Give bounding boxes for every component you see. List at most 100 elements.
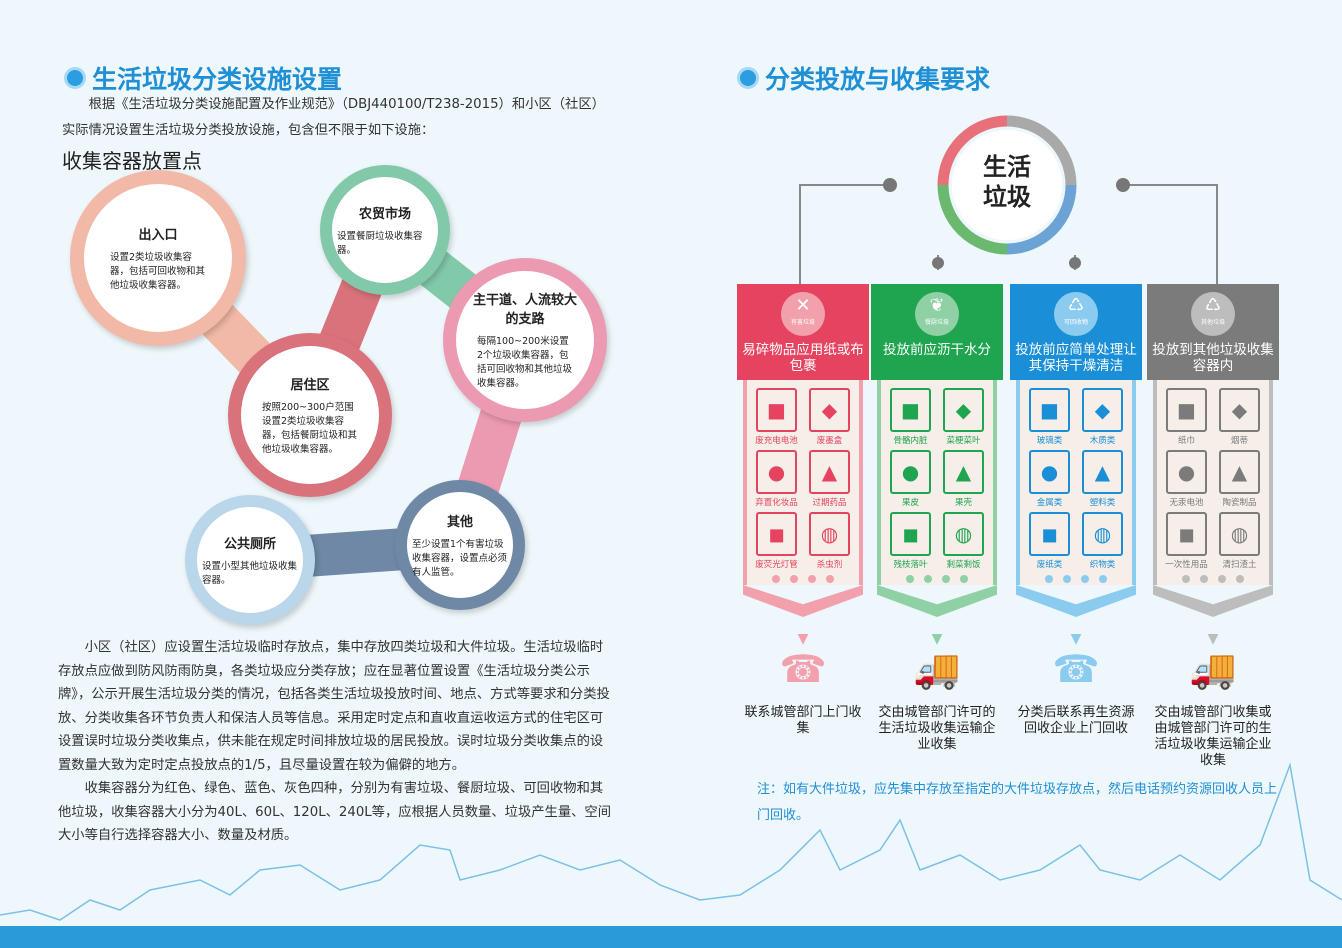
waste-item: ◆木质类 (1079, 388, 1126, 448)
waste-item-icon: ▲ (1219, 449, 1260, 494)
category-column: ❦餐厨垃圾 投放前应沥干水分 ■骨骼内脏◆菜梗菜叶●果皮▲果壳◼残枝落叶◍剩菜剩… (871, 284, 1003, 753)
waste-item-icon: ◼ (890, 511, 931, 556)
waste-item: ▲ 塑料类 (1079, 449, 1126, 510)
waste-item-icon: ◼ (1029, 511, 1070, 556)
waste-item: ●无汞电池 (1163, 449, 1210, 510)
waste-item-label: 废荧光灯管 (755, 559, 798, 570)
waste-item-label: 菜梗菜叶 (946, 436, 981, 446)
waste-item: ▲陶瓷制品 (1216, 449, 1263, 510)
arrow-down-icon: ▼ (931, 631, 943, 647)
truck-icon: 🚚 (1189, 646, 1237, 691)
waste-item-icon: ◆ (943, 388, 984, 432)
waste-item: ■玻璃类 (1026, 388, 1073, 448)
connector-dot (1069, 257, 1081, 269)
pager-dots (1026, 575, 1126, 585)
connector-dot (932, 257, 944, 269)
waste-item-label: 废墨盒 (816, 436, 843, 446)
category-badge: ✕ 有害垃圾 (781, 292, 825, 336)
point-title: 居住区 (290, 377, 330, 393)
bullet-icon (64, 67, 86, 89)
badge-label: 有害垃圾 (790, 319, 815, 326)
category-instruction: 投放前应沥干水分 (883, 342, 991, 358)
category-column: ✕有害垃圾 易碎物品应用纸或布包裹 ■废充电电池◆废墨盒●弃置化妆品▲过期药品◼… (737, 284, 869, 737)
point-text: 设置2类垃圾收集容器，包括可回收物和其他垃圾收集容器。 (110, 251, 206, 291)
waste-item-label: 果皮 (901, 497, 919, 508)
waste-item: ◆ 菜梗菜叶 (940, 388, 987, 448)
bulky-waste-note: 注：如有大件垃圾，应先集中存放至指定的大件垃圾存放点，然后电话预约资源回收人员上… (757, 782, 1278, 823)
waste-item-label: 玻璃类 (1036, 436, 1063, 446)
category-header: ♺可回收物 投放前应简单处理让其保持干燥清洁 (1010, 284, 1142, 380)
waste-item-label: 弃置化妆品 (755, 497, 798, 508)
body-paragraph-1: 小区（社区）应设置生活垃圾临时存放点，集中存放四类垃圾和大件垃圾。生活垃圾临时存… (58, 640, 610, 773)
waste-item: ◍ 杀虫剂 (806, 511, 853, 572)
waste-item-label: 杀虫剂 (816, 559, 843, 570)
point-title: 农贸市场 (358, 206, 411, 222)
waste-item: ● 弃置化妆品 (753, 449, 800, 510)
waste-item: ◼ 一次性用品 (1163, 511, 1210, 572)
waste-item: ◍ 剩菜剩饭 (940, 511, 987, 572)
waste-items-panel: ■骨骼内脏◆菜梗菜叶●果皮▲果壳◼残枝落叶◍剩菜剩饭 (877, 380, 997, 585)
waste-item-icon: ◍ (1219, 511, 1260, 556)
waste-item: ■纸巾 (1163, 388, 1210, 448)
point-text: 设置餐厨垃圾收集容器。 (337, 230, 423, 256)
waste-item: ◆烟蒂 (1216, 388, 1263, 448)
waste-item-label: 一次性用品 (1165, 559, 1208, 570)
waste-item-icon: ◼ (1166, 511, 1207, 556)
hub-ring (937, 115, 1077, 255)
chevron-decoration (877, 585, 997, 617)
waste-item-icon: ◍ (1082, 511, 1123, 556)
section-title-requirements: 分类投放与收集要求 (737, 60, 990, 96)
point-text: 按照200~300户范围设置2类垃圾收集容器，包括餐厨垃圾和其他垃圾收集容器。 (262, 401, 358, 455)
waste-item: ▲过期药品 (806, 449, 853, 510)
waste-item-label: 织物类 (1089, 559, 1116, 570)
connector-dot (1116, 178, 1130, 192)
category-symbol-icon: ♺ (1204, 295, 1222, 316)
title-text: 生活垃圾分类设施设置 (92, 65, 343, 94)
waste-item-icon: ▲ (809, 449, 850, 494)
arrow-down-icon: ▼ (1070, 631, 1082, 647)
body-paragraph-2: 收集容器分为红色、绿色、蓝色、灰色四种，分别为有害垃圾、餐厨垃圾、可回收物和其他… (58, 781, 612, 843)
city-skyline-illustration (0, 762, 1342, 948)
waste-item: ◍清扫渣土 (1216, 511, 1263, 572)
collection-method: 交由城管部门许可的生活垃圾收集运输企业收集 (878, 705, 996, 752)
category-column: ♺可回收物 投放前应简单处理让其保持干燥清洁 ■玻璃类◆木质类● 金属类 ▲ 塑料类 ◼… (1010, 284, 1142, 737)
badge-label: 其他垃圾 (1200, 319, 1225, 326)
waste-item: ◼废荧光灯管 (753, 511, 800, 572)
point-other: 其他至少设置1个有害垃圾收集容器，设置点必须有人监管。 (395, 480, 525, 610)
pager-dots (887, 575, 987, 585)
category-symbol-icon: ✕ (795, 295, 811, 316)
waste-item-icon: ● (1166, 449, 1207, 494)
category-column: ♺其他垃圾 投放到其他垃圾收集容器内 ■纸巾◆烟蒂●无汞电池▲陶瓷制品◼一次性用… (1147, 284, 1279, 769)
waste-item: ◼残枝落叶 (887, 511, 934, 572)
category-instruction: 易碎物品应用纸或布包裹 (742, 342, 864, 374)
waste-item-icon: ● (890, 449, 931, 494)
waste-item-icon: ▲ (1082, 449, 1123, 494)
point-title: 其他 (446, 514, 473, 530)
point-main-road: 主干道、人流较大的支路每隔100~200米设置2个垃圾收集容器，包括可回收物和其… (443, 258, 607, 422)
waste-item-label: 剩菜剩饭 (946, 559, 981, 570)
waste-item-icon: ● (756, 449, 797, 494)
category-badge: ❦餐厨垃圾 (915, 292, 959, 336)
waste-item: ■废充电电池 (753, 388, 800, 448)
connector-dot (883, 178, 897, 192)
arrow-down-icon: ▼ (1207, 631, 1219, 647)
waste-item-icon: ◍ (943, 511, 984, 556)
waste-item-icon: ◍ (809, 511, 850, 556)
category-header: ❦餐厨垃圾 投放前应沥干水分 (871, 284, 1003, 380)
waste-item-icon: ◆ (1082, 388, 1123, 432)
waste-item-icon: ■ (756, 388, 797, 432)
hub-diagram (799, 115, 1218, 285)
collection-method: 分类后联系再生资源回收企业上门回收 (1017, 705, 1135, 736)
waste-item-label: 金属类 (1036, 497, 1063, 508)
badge-label: 餐厨垃圾 (924, 319, 949, 326)
point-text: 设置小型其他垃圾收集容器。 (202, 560, 298, 586)
waste-item: ◍ 织物类 (1079, 511, 1126, 572)
waste-item-label: 塑料类 (1089, 497, 1116, 508)
phone-icon: ☎ (779, 647, 827, 691)
waste-item-icon: ● (1029, 449, 1070, 494)
collection-method: 交由城管部门收集或由城管部门许可的生活垃圾收集运输企业收集 (1154, 705, 1272, 768)
point-title: 主干道、人流较大的支路 (472, 293, 577, 327)
waste-item-label: 废纸类 (1036, 559, 1063, 570)
waste-item-label: 骨骼内脏 (893, 436, 928, 446)
point-title: 出入口 (138, 227, 178, 243)
